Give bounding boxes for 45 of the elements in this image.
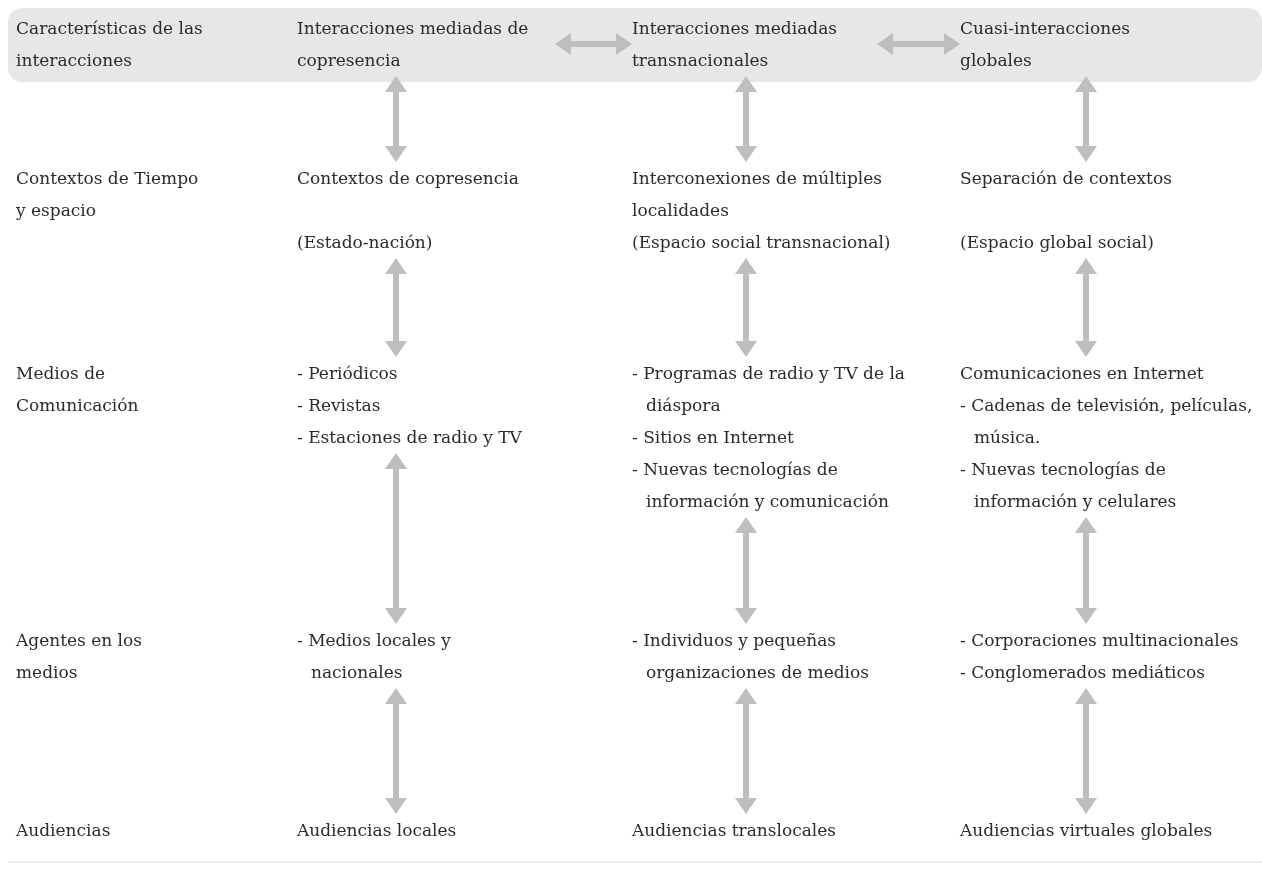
double-arrow [735, 688, 757, 814]
double-arrow [555, 33, 632, 55]
cell-text: (Estado-nación) [297, 231, 434, 254]
cell-text: (Espacio global social) [960, 231, 1155, 254]
double-arrow [735, 76, 757, 162]
double-arrow [385, 76, 407, 162]
cell-text: - Periódicos [297, 362, 399, 385]
cell-text: Interconexiones de múltiples localidades [632, 167, 884, 222]
cell-text: Características de las interacciones [16, 17, 204, 72]
row-label: Contextos de Tiempo y espacio [16, 167, 200, 222]
cell-text: - Estaciones de radio y TV [297, 426, 523, 449]
double-arrow [735, 258, 757, 357]
cell-text: - Medios locales y nacionales [297, 629, 452, 684]
cell-text: Audiencias virtuales globales [960, 819, 1214, 842]
cell-text: - Sitios en Internet [632, 426, 795, 449]
cell-text: Audiencias locales [297, 819, 458, 842]
header-band [8, 8, 1262, 82]
cell-text: - Programas de radio y TV de la diáspora [632, 362, 906, 417]
cell-text: Contextos de copresencia [297, 167, 520, 190]
double-arrow [1075, 76, 1097, 162]
cell-text: - Nuevas tecnologías de información y celulares [960, 458, 1178, 513]
double-arrow [385, 453, 407, 624]
cell-text: Cuasi-interacciones globales [960, 17, 1131, 72]
double-arrow [877, 33, 960, 55]
cell-text: Interacciones mediadas transnacionales [632, 17, 839, 72]
cell-text: - Conglomerados mediáticos [960, 661, 1206, 684]
double-arrow [1075, 517, 1097, 624]
row-label: Audiencias [16, 819, 112, 842]
double-arrow [385, 258, 407, 357]
cell-text: - Cadenas de televisión, películas, música. [960, 394, 1254, 449]
row-label: Medios de Comunicación [16, 362, 140, 417]
cell-text: - Individuos y pequeñas organizaciones de medios [632, 629, 870, 684]
cell-text: Audiencias translocales [632, 819, 838, 842]
double-arrow [1075, 258, 1097, 357]
cell-text: Comunicaciones en Internet [960, 362, 1205, 385]
double-arrow [735, 517, 757, 624]
row-label: Agentes en los medios [16, 629, 143, 684]
cell-text: - Corporaciones multinacionales [960, 629, 1240, 652]
cell-text: Separación de contextos [960, 167, 1173, 190]
double-arrow [385, 688, 407, 814]
cell-text: - Nuevas tecnologías de información y comunicación [632, 458, 890, 513]
cell-text: (Espacio social transnacional) [632, 231, 892, 254]
double-arrow [1075, 688, 1097, 814]
cell-text: Interacciones mediadas de copresencia [297, 17, 530, 72]
cell-text: - Revistas [297, 394, 382, 417]
